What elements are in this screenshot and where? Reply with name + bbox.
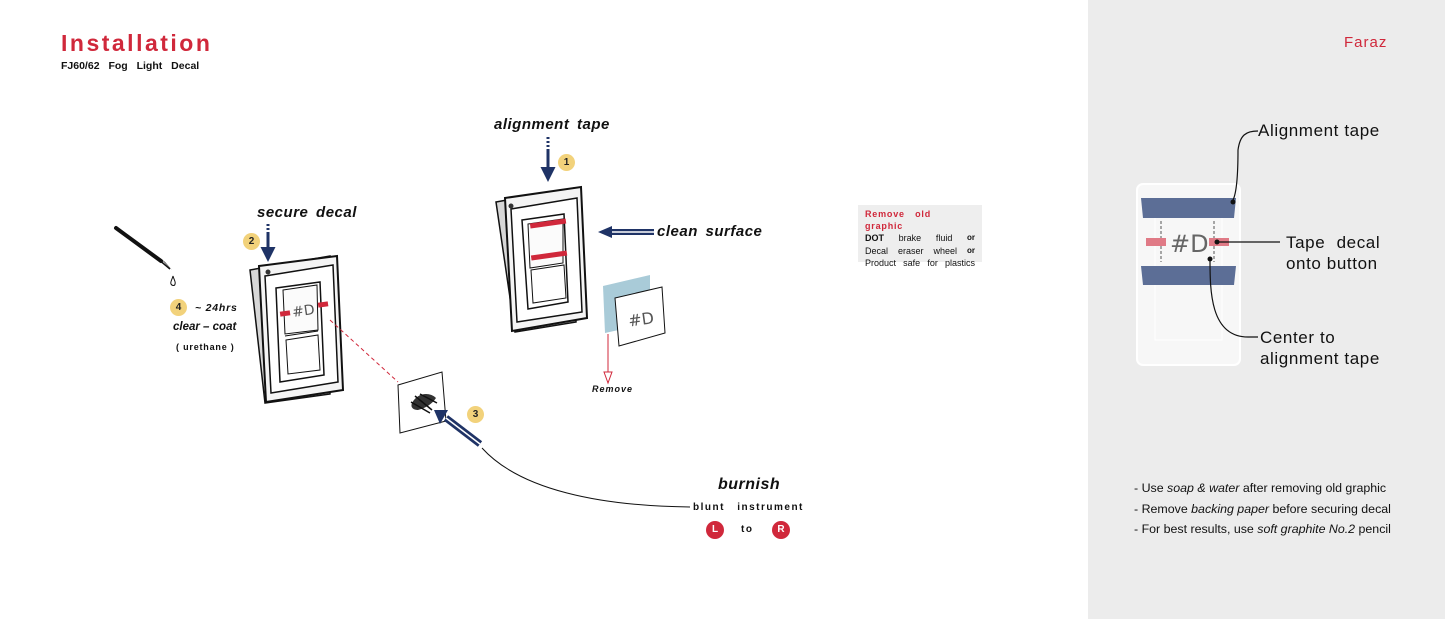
alignment-detail-diagram: #D — [1136, 130, 1280, 366]
infobox-word: Product — [865, 257, 897, 268]
note-item: - Use soap & water after removing old gr… — [1134, 481, 1387, 495]
panel-tape-decal-label-2: onto button — [1286, 254, 1378, 273]
decal-with-backing: #D — [603, 275, 666, 385]
clean-surface-label: clean surface — [657, 223, 763, 240]
infobox-word: plastics — [944, 257, 975, 268]
blunt-instrument-label: blunt instrument — [693, 502, 804, 513]
page-subtitle: FJ60/62 Fog Light Decal — [61, 60, 200, 72]
infobox-line: Decal eraser wheel or — [865, 245, 975, 257]
brush-icon — [114, 226, 172, 270]
right-badge: R — [772, 521, 790, 539]
infobox-word: fluid — [935, 233, 953, 244]
alignment-tape-label: alignment tape — [494, 116, 610, 133]
infobox-word: DOT — [865, 233, 884, 244]
infobox-heading: Remove old graphic — [865, 209, 932, 232]
panel-alignment-tape-label: Alignment tape — [1258, 121, 1380, 140]
infobox-word: brake — [898, 233, 922, 244]
step-4-badge: 4 — [170, 299, 187, 316]
to-label: to — [741, 524, 754, 535]
svg-text:#D: #D — [1170, 230, 1209, 258]
panel-tape-decal-label-1: Tape decal — [1286, 233, 1381, 252]
author-name: Faraz — [1344, 34, 1388, 51]
remove-old-graphic-box: Remove old graphic DOT brake fluid or De… — [858, 205, 982, 268]
notes-list: - Use soap & water after removing old gr… — [1134, 478, 1391, 540]
panel-center-label-2: alignment tape — [1260, 349, 1380, 368]
switch-alignment-tape — [495, 185, 589, 333]
installation-illustration: #D #D — [114, 137, 691, 508]
infobox-word: for — [927, 257, 938, 268]
clear-coat-label: clear – coat — [173, 321, 237, 333]
page-title: Installation — [61, 30, 213, 56]
burnish-decal — [397, 371, 447, 434]
panel-center-label-1: Center to — [1260, 328, 1336, 347]
burnish-arrow — [434, 410, 483, 447]
burnish-label: burnish — [718, 476, 781, 493]
note-item: - For best results, use soft graphite No… — [1134, 522, 1391, 536]
infobox-word: or — [967, 245, 975, 255]
svg-text:#D: #D — [627, 308, 655, 330]
left-badge: L — [706, 521, 724, 539]
remove-label: Remove — [592, 384, 634, 394]
infobox-line: DOT brake fluid or — [865, 232, 975, 244]
step-3-badge: 3 — [467, 406, 484, 423]
svg-text:#D: #D — [291, 302, 316, 321]
drop-icon — [170, 275, 176, 286]
switch-secure-decal: #D — [249, 254, 345, 404]
infobox-line: Product safe for plastics — [865, 257, 975, 269]
infobox-word: Decal — [865, 245, 889, 256]
secure-decal-label: secure decal — [257, 204, 357, 221]
note-item: - Remove backing paper before securing d… — [1134, 501, 1391, 516]
infobox-word: wheel — [933, 245, 958, 256]
infobox-word: eraser — [898, 245, 924, 256]
step-2-badge: 2 — [243, 233, 260, 250]
infobox-word: or — [967, 233, 975, 243]
clear-coat-type: ( urethane ) — [176, 342, 235, 352]
infobox-word: safe — [903, 257, 921, 268]
clear-coat-time: ~ 24hrs — [195, 302, 238, 314]
clean-surface-arrow — [598, 226, 654, 238]
step-1-badge: 1 — [558, 154, 575, 171]
